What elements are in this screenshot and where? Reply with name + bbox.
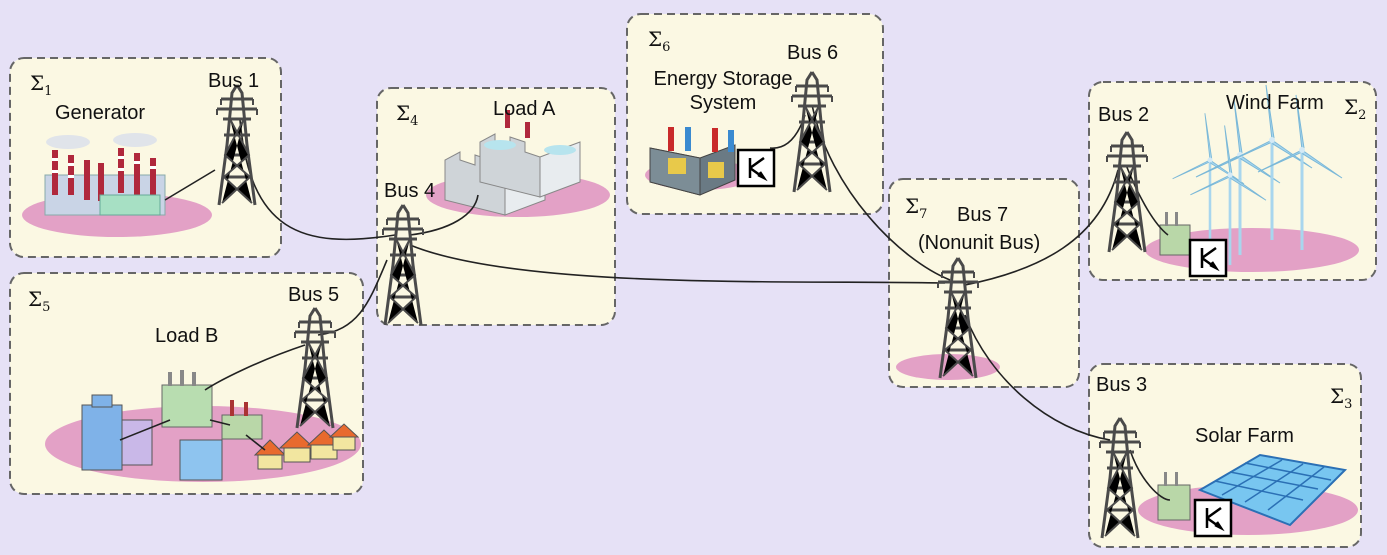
sigma-3-label: Σ3 — [1330, 384, 1353, 412]
bus-7-label: Bus 7 — [957, 204, 1009, 226]
ess-converter-icon — [736, 148, 776, 188]
wind-farm-label: Wind Farm — [1226, 92, 1324, 114]
bus-3-label: Bus 3 — [1096, 374, 1148, 396]
generator-label: Generator — [55, 102, 146, 124]
bus-5-label: Bus 5 — [288, 284, 340, 306]
bus-2-label: Bus 2 — [1098, 104, 1150, 126]
energy-storage-label-line-1: Energy Storage — [653, 68, 793, 90]
load-a-illustration — [444, 110, 581, 216]
box-sigma-7 — [888, 178, 1080, 388]
bus-4-label: Bus 4 — [384, 180, 436, 202]
sigma-1-label: Σ1 — [30, 71, 53, 99]
solar-farm-label: Solar Farm — [1195, 425, 1294, 447]
load-b-illustration — [81, 370, 360, 481]
sigma-7-label: Σ7 — [905, 194, 928, 222]
sigma-4-label: Σ4 — [396, 101, 419, 129]
nonunit-bus-label: (Nonunit Bus) — [918, 232, 1041, 254]
bus-1-label: Bus 1 — [208, 70, 260, 92]
load-b-label: Load B — [155, 325, 219, 347]
energy-storage-illustration — [649, 127, 736, 196]
wind-converter-icon — [1188, 238, 1228, 278]
energy-storage-label-line-2: System — [689, 92, 757, 114]
load-a-label: Load A — [493, 98, 556, 120]
solar-farm-illustration — [1157, 453, 1348, 527]
bus-6-label: Bus 6 — [787, 42, 839, 64]
sigma-6-label: Σ6 — [648, 27, 671, 55]
sigma-2-label: Σ2 — [1344, 95, 1367, 123]
generator-illustration — [44, 133, 166, 216]
sigma-5-label: Σ5 — [28, 287, 51, 315]
solar-converter-icon — [1193, 498, 1233, 538]
